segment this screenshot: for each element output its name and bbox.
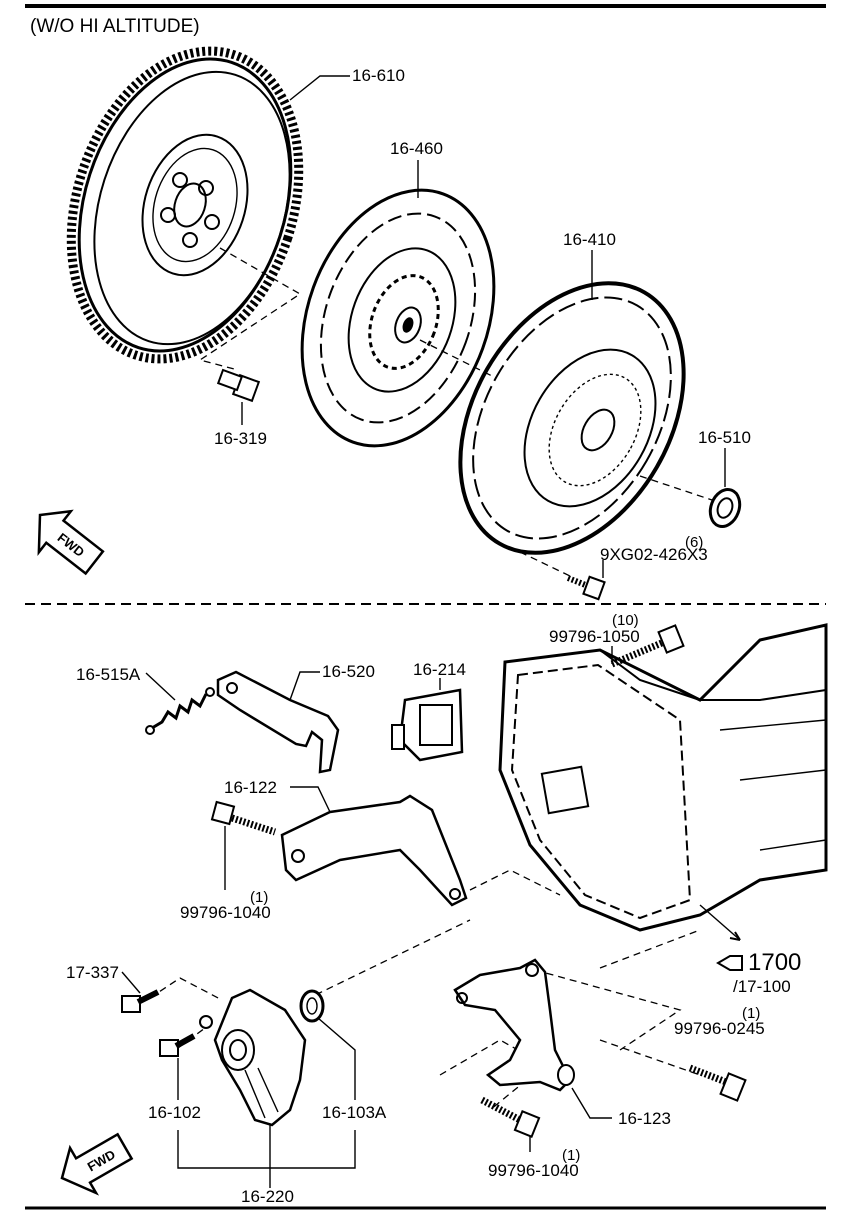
bolt-99796-0245 xyxy=(688,1064,747,1102)
release-bearing xyxy=(708,488,742,528)
label-bracket-bolt-qty: (1) xyxy=(250,889,268,906)
slave-cylinder xyxy=(199,988,307,1127)
o-ring xyxy=(299,989,325,1023)
pilot-dash-line xyxy=(198,247,302,371)
clutch-disc xyxy=(300,188,496,448)
leader-16-610 xyxy=(289,75,350,101)
label-16-220: 16-220 xyxy=(241,1187,294,1206)
cylinder-dash-line xyxy=(304,919,471,1001)
bracket123-dash-line xyxy=(534,969,682,1051)
bolt-16-102 xyxy=(159,1033,196,1057)
leader-17-337 xyxy=(121,971,141,994)
label-16-122: 16-122 xyxy=(224,778,277,797)
lower-bolt xyxy=(480,1096,541,1138)
leader-16-122 xyxy=(290,786,331,813)
bracket xyxy=(280,794,468,907)
disc-dash-line xyxy=(419,339,493,377)
label-pressure-bolt: 9XG02-426X3 xyxy=(600,545,708,564)
bracket-16-123 xyxy=(453,958,575,1092)
label-bolt-0245: 99796-0245 xyxy=(674,1019,765,1038)
label-16-515a: 16-515A xyxy=(76,665,141,684)
label-16-510: 16-510 xyxy=(698,428,751,447)
leader-1700 xyxy=(699,904,741,941)
label-16-214: 16-214 xyxy=(413,660,466,679)
pressure-plate xyxy=(458,281,686,555)
label-lower-bolt-qty: (1) xyxy=(562,1147,580,1164)
pilot-bolt xyxy=(216,368,261,403)
flywheel xyxy=(66,46,304,364)
pressure-bolt xyxy=(566,575,606,601)
label-16-319: 16-319 xyxy=(214,429,267,448)
label-16-103a: 16-103A xyxy=(322,1103,387,1122)
label-16-410: 16-410 xyxy=(563,230,616,249)
fwd-arrow-top: FWD xyxy=(37,509,105,576)
label-16-102: 16-102 xyxy=(148,1103,201,1122)
housing-dash-line xyxy=(599,929,701,969)
bearing-dash-line xyxy=(639,475,713,501)
bleeder-screw xyxy=(121,989,160,1013)
leader-16-515a xyxy=(145,672,176,701)
leader-16-520 xyxy=(289,671,320,701)
bolt0245-dash-line xyxy=(599,1039,701,1076)
lower-bolt-dash-line xyxy=(439,1039,547,1111)
bracket-bolt xyxy=(210,800,277,836)
label-bolt-0245-qty: (1) xyxy=(742,1005,760,1022)
label-17-337: 17-337 xyxy=(66,963,119,982)
fwd-arrow-bottom: FWD xyxy=(60,1132,134,1196)
label-transmission-ref: 1700 xyxy=(748,949,801,976)
header-note: (W/O HI ALTITUDE) xyxy=(30,16,200,37)
label-16-520: 16-520 xyxy=(322,662,375,681)
transmission-bolt xyxy=(610,624,685,668)
label-transmission-bolt: 99796-1050 xyxy=(549,627,640,646)
reference-hand-icon xyxy=(716,955,743,971)
transmission-housing xyxy=(498,623,828,932)
group-bracket xyxy=(177,1130,356,1169)
label-transmission-ref-sub: /17-100 xyxy=(733,977,791,996)
bracket-dash-line xyxy=(469,869,561,896)
label-bracket-bolt: 99796-1040 xyxy=(180,903,271,922)
label-transmission-bolt-qty: (10) xyxy=(612,612,639,629)
label-pressure-bolt-qty: (6) xyxy=(685,534,703,551)
release-fork xyxy=(216,670,340,774)
leader-16-103a xyxy=(317,1017,356,1100)
label-16-610: 16-610 xyxy=(352,66,405,85)
label-16-460: 16-460 xyxy=(390,139,443,158)
label-lower-bolt: 99796-1040 xyxy=(488,1161,579,1180)
dust-boot xyxy=(391,688,464,762)
bolt-dash-line xyxy=(519,551,571,577)
label-16-123: 16-123 xyxy=(618,1109,671,1128)
return-spring xyxy=(145,687,215,735)
bleeder-dash-line xyxy=(149,977,223,1001)
leader-16-123 xyxy=(571,1087,612,1119)
